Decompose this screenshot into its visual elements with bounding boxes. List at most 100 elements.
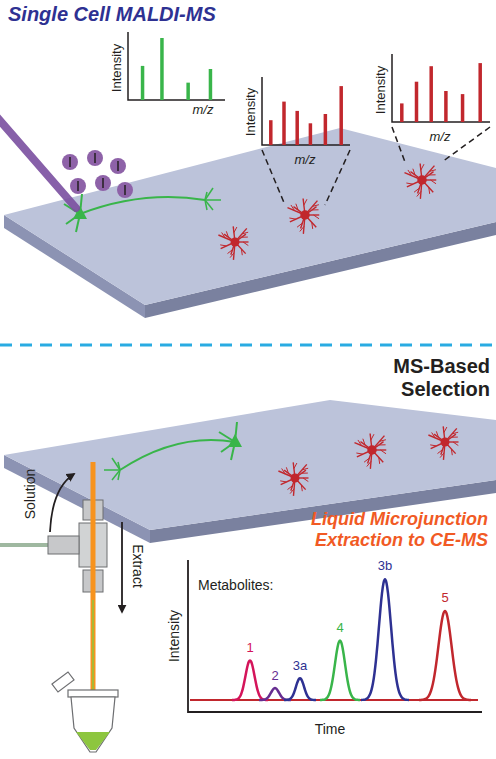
neuron-dendrite (80, 194, 82, 214)
chart-axes (128, 32, 225, 100)
cell-process (280, 481, 286, 482)
spectrum-peak (141, 66, 145, 100)
spectrum-peak (339, 86, 343, 145)
chart-axes (262, 77, 350, 145)
cell-process (444, 427, 447, 433)
cell-process (431, 180, 436, 184)
spectrum-peak (461, 94, 465, 122)
capillary-probe (91, 462, 96, 724)
ion-charge (77, 181, 79, 191)
astrocyte-cell (355, 433, 387, 468)
zoom-line (262, 150, 285, 205)
spectrum-peak (309, 123, 313, 145)
axon-terminal (118, 470, 120, 480)
figure-title: Single Cell MALDI-MS (8, 3, 216, 26)
peak-label: 3b (378, 559, 392, 574)
vial-rim (68, 690, 118, 697)
cell-process (413, 169, 415, 175)
ion-dot (117, 182, 133, 198)
mass-spectrum (392, 54, 490, 122)
sample-vial (52, 672, 118, 752)
cell-process (381, 450, 386, 454)
neuron-cell (64, 188, 221, 232)
mass-spectrum (128, 32, 225, 100)
cell-process (304, 199, 307, 205)
axis-label: Solution (22, 469, 38, 520)
axon-terminal (205, 199, 221, 201)
peak-trace (419, 611, 471, 700)
cell-body (300, 210, 310, 220)
cell-process (452, 437, 458, 438)
ion-dot (70, 178, 86, 194)
cell-process (286, 467, 288, 473)
cell-body (367, 445, 377, 455)
cell-process (242, 237, 248, 238)
panel-heading: MS-Based Selection (378, 355, 490, 401)
ion-charge (94, 153, 96, 163)
zoom-line (392, 127, 405, 162)
spectrum-peak (186, 83, 190, 100)
spectrum-peak (415, 82, 419, 122)
cell-process (301, 485, 303, 491)
cell-process (421, 164, 424, 170)
peak-label: 5 (441, 591, 448, 606)
neuron-dendrite (231, 442, 235, 460)
cell-process (220, 245, 226, 246)
cell-process (314, 215, 319, 219)
astrocyte-cell (278, 462, 308, 496)
spectrum-peak (478, 63, 482, 122)
axon-terminal (205, 200, 207, 210)
spectrum-peak (444, 91, 448, 122)
cell-process (302, 473, 308, 474)
peak-label: 3a (293, 659, 307, 674)
cell-process (430, 445, 436, 446)
axis-label: Intensity (244, 88, 259, 136)
cell-process (452, 432, 458, 434)
cell-process (406, 183, 413, 184)
axon-terminal (104, 469, 120, 471)
cell-process (364, 458, 369, 462)
axis-label: m/z (430, 130, 451, 145)
axon-terminal (205, 200, 213, 210)
ion-charge (102, 178, 104, 188)
cell-process (296, 204, 298, 210)
neuron-axon (80, 197, 205, 214)
spectrum-peak (295, 111, 299, 145)
axis-label: m/z (193, 103, 214, 118)
cell-process (378, 457, 380, 464)
astrocyte-cell (288, 198, 320, 233)
peak-trace (320, 641, 360, 700)
cell-process (294, 463, 297, 469)
cell-process (234, 227, 237, 233)
slide-top (4, 128, 496, 305)
cell-process (228, 250, 233, 254)
neuron-axon (120, 440, 235, 470)
solution-arrow (50, 474, 74, 532)
cell-process (438, 450, 443, 454)
axis-label: Metabolites: (198, 577, 273, 593)
axon-terminal (112, 470, 120, 480)
cell-process (379, 440, 385, 442)
cell-process (429, 174, 436, 175)
vial-lid (52, 672, 74, 692)
cell-process (226, 231, 228, 237)
ion-dot (87, 150, 103, 166)
spectrum-peak (282, 102, 286, 145)
ion-dot (110, 158, 126, 174)
cell-process (429, 170, 435, 172)
extract-arrow (121, 522, 123, 612)
cell-process (243, 242, 248, 246)
axis-label: Intensity (374, 66, 389, 114)
cell-process (288, 486, 293, 490)
axis-label: Time (315, 721, 346, 737)
glass-slide (4, 128, 496, 318)
cell-process (297, 223, 302, 227)
cell-process (414, 188, 419, 192)
spectrum-peak (160, 38, 164, 100)
spectrum-peak (429, 66, 433, 122)
tee-side-port (48, 536, 79, 554)
peak-trace (361, 579, 409, 700)
cell-process (303, 478, 308, 482)
spectrum-peak (269, 120, 273, 145)
